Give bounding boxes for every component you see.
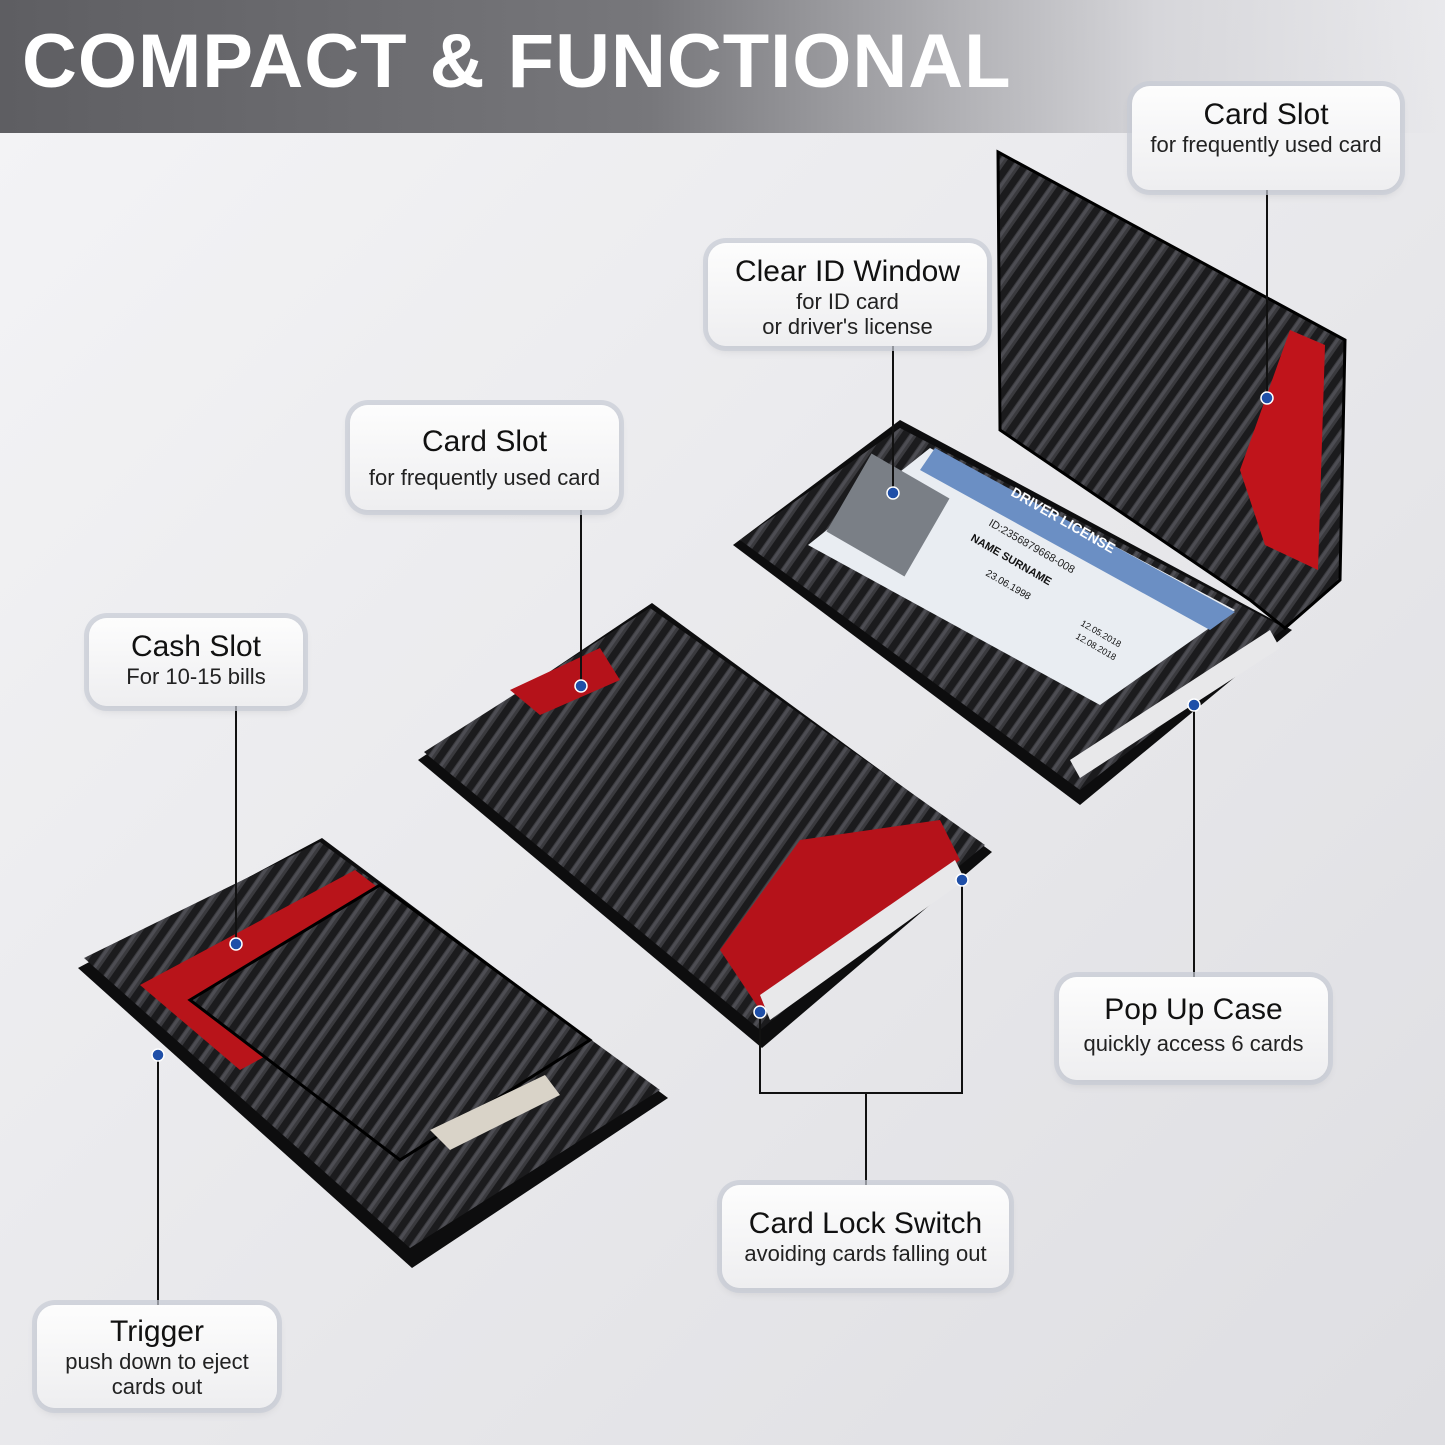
callout-subtitle: quickly access 6 cards [1083,1031,1304,1056]
callout-clear-id-window: Clear ID Window for ID card or driver's … [708,243,987,346]
cash-bill [430,1075,560,1150]
wallet-card-slot [418,603,992,1048]
callout-card-lock-switch: Card Lock Switch avoiding cards falling … [722,1185,1009,1288]
callout-subtitle: For 10-15 bills [126,664,266,689]
callout-subtitle: or driver's license [762,314,933,339]
callout-subtitle: for frequently used card [1150,132,1382,157]
red-card [720,820,960,1010]
callout-subtitle: avoiding cards falling out [744,1241,987,1266]
header-banner: COMPACT & FUNCTIONAL [0,0,1445,133]
callout-title: Clear ID Window [734,255,961,288]
callout-title: Cash Slot [130,630,262,663]
callout-title: Pop Up Case [1104,993,1283,1026]
connector-dots [151,391,1274,1062]
page-title: COMPACT & FUNCTIONAL [22,19,1012,104]
callout-subtitle: push down to eject [65,1349,249,1374]
callout-title: Card Slot [421,425,548,458]
callout-cash-slot: Cash Slot For 10-15 bills [89,618,303,706]
callout-card-slot-top: Card Slot for frequently used card [1132,86,1400,190]
red-card [510,648,620,715]
callout-subtitle: for ID card [796,289,899,314]
red-card [1240,330,1325,570]
callout-title: Card Lock Switch [748,1207,983,1240]
callout-card-slot-middle: Card Slot for frequently used card [350,405,619,510]
callout-trigger: Trigger push down to eject cards out [37,1305,277,1408]
callout-subtitle: cards out [111,1374,203,1399]
callout-subtitle: for frequently used card [368,465,601,490]
callout-pop-up-case: Pop Up Case quickly access 6 cards [1059,977,1328,1080]
callout-title: Card Slot [1203,98,1329,131]
wallet-cash-slot [78,838,668,1268]
connector-lines [157,190,1268,1305]
wallet-pop-up-open: DRIVER LICENSE ID:2356879668-008 NAME SU… [733,149,1347,805]
callout-title: Trigger [110,1315,204,1348]
